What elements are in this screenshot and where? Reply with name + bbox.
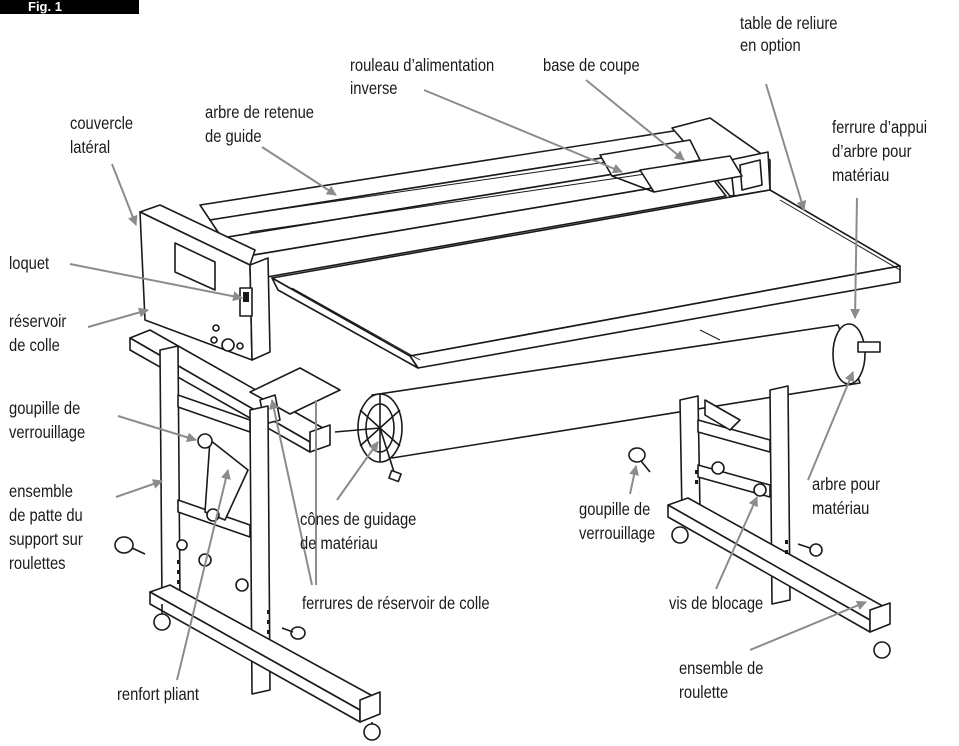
label-cones-guidage: cônes de guidage de matériau [300,510,420,554]
label-goupille-right: goupille de verrouillage [579,500,655,544]
machine-illustration [114,117,901,741]
label-reservoir-colle: réservoir de colle [9,312,70,356]
label-rouleau-alim: rouleau d’alimentation inverse [350,56,498,99]
right-leg [628,385,891,659]
leader-ferrure-appui [850,197,861,319]
figure-badge: Fig. 1 [0,0,139,14]
leader-vis-blocage [715,496,758,590]
label-loquet: loquet [9,254,50,274]
label-ensemble-roulette: ensemble de roulette [679,659,768,703]
leader-table-reliure [765,83,807,211]
cutting-base [599,139,743,193]
leader-couvercle-lateral [111,163,138,226]
leader-rouleau-alim [423,89,623,174]
leader-ferrures-reservoir-1 [269,399,313,586]
leader-ensemble-roulette [749,600,867,651]
leader-goupille-right [629,465,640,495]
label-arbre-materiau: arbre pour matériau [812,475,884,519]
label-arbre-retenue: arbre de retenue de guide [205,103,318,147]
leader-reservoir-colle [87,307,149,328]
leader-loquet [69,263,243,302]
label-base-coupe: base de coupe [543,56,640,76]
leader-cones-guidage [336,441,379,501]
label-vis-blocage: vis de blocage [669,594,763,614]
leader-ensemble-patte [115,479,163,498]
leader-goupille-left [117,415,197,443]
label-ensemble-patte: ensemble de patte du support sur roulett… [9,482,87,574]
leader-lines [69,79,867,681]
label-ferrures-reservoir: ferrures de réservoir de colle [302,594,490,614]
label-ferrure-appui: ferrure d’appui d’arbre pour matériau [832,118,931,186]
label-table-reliure: table de reliure en option [740,14,842,56]
leader-arbre-retenue [261,146,337,196]
leader-base-coupe [585,79,685,161]
callout-labels: couvercle latéral arbre de retenue de gu… [9,14,931,705]
material-roll [334,323,881,483]
label-couvercle-lateral: couvercle latéral [70,114,137,158]
leader-arbre-materiau [807,371,855,481]
label-goupille-left: goupille de verrouillage [9,399,85,443]
label-renfort-pliant: renfort pliant [117,685,199,705]
leader-renfort-pliant [176,469,231,681]
left-leg [114,345,381,741]
feed-table [271,189,901,369]
left-side-cover [139,204,271,361]
